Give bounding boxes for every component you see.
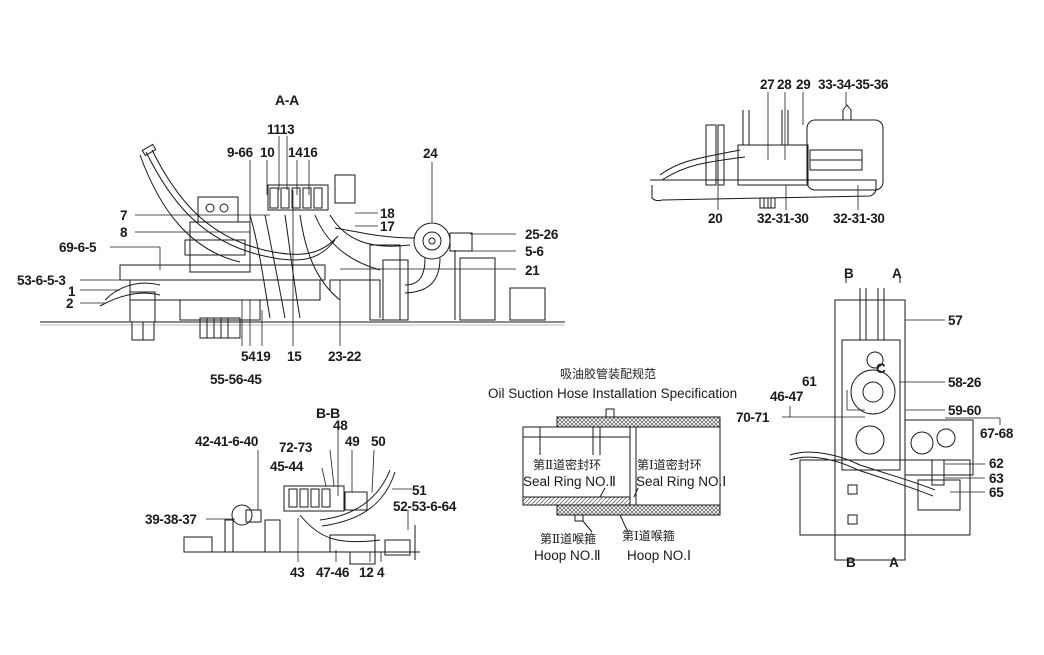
callout-47-46: 47-46 [316,565,350,580]
view-bb-title: B-B [316,405,340,421]
callout-50: 50 [371,434,386,449]
callout-16: 16 [303,145,318,160]
callout-28: 28 [777,77,792,92]
callout-9-66: 9-66 [227,145,253,160]
callout-1: 1 [68,284,76,299]
callout-32-31-30-b: 32-31-30 [833,211,885,226]
callout-12: 12 [359,565,374,580]
seal-ring-2-en: Seal Ring NO.Ⅱ [523,474,616,489]
callout-2: 2 [66,296,74,311]
callout-33-34-35-36: 33-34-35-36 [818,77,889,92]
callout-72-73: 72-73 [279,440,313,455]
bb-pump [232,505,252,525]
callout-52-53-6-64: 52-53-6-64 [393,499,457,514]
callout-61: 61 [802,374,817,389]
callout-39-38-37: 39-38-37 [145,512,197,527]
spec-title-en: Oil Suction Hose Installation Specificat… [488,386,738,401]
spec-title-cn: 吸油胶管装配规范 [560,367,657,381]
callout-17: 17 [380,219,395,234]
callout-53-6-5-3: 53-6-5-3 [17,273,66,288]
callout-10: 10 [260,145,275,160]
hoop-1-en: Hoop NO.Ⅰ [627,548,692,563]
main-pump [414,223,450,259]
callout-69-6-5: 69-6-5 [59,240,97,255]
callout-21: 21 [525,263,540,278]
side-frame [650,180,876,201]
callout-51: 51 [412,483,427,498]
callout-49: 49 [345,434,360,449]
callout-27: 27 [760,77,775,92]
hoop-2-clamp [575,515,583,521]
view-side-drawing [650,105,883,208]
callout-43: 43 [290,565,305,580]
callout-42-41-6-40: 42-41-6-40 [195,434,259,449]
seal-ring-2-cn: 第Ⅱ道密封环 [533,458,602,472]
callout-62: 62 [989,456,1004,471]
callout-70-71: 70-71 [736,410,770,425]
callout-65: 65 [989,485,1004,500]
control-valve-bank [268,185,328,210]
callout-63: 63 [989,471,1004,486]
section-mark-b-top: B [844,266,854,281]
callout-5-6: 5-6 [525,244,544,259]
hoop-2-cn: 第Ⅱ道喉箍 [540,532,597,546]
view-aa-title: A-A [275,92,299,108]
callout-45-44: 45-44 [270,459,304,474]
callout-48: 48 [333,418,348,433]
view-bb-drawing [184,470,420,564]
callout-67-68: 67-68 [980,426,1014,441]
callout-54: 54 [241,349,256,364]
callout-29: 29 [796,77,811,92]
callout-7: 7 [120,208,128,223]
callout-24: 24 [423,146,438,161]
callout-1113: 1113 [267,122,295,137]
callout-58-26: 58-26 [948,375,982,390]
view-aa-drawing [40,144,565,340]
section-mark-b-bottom: B [846,555,856,570]
detail-mark-c: C [876,361,886,376]
view-side-leaders [718,92,858,210]
hoop-1-cn: 第Ⅰ道喉箍 [622,529,675,543]
callout-32-31-30-a: 32-31-30 [757,211,809,226]
callout-25-26: 25-26 [525,227,559,242]
valve-block [198,197,238,222]
callout-46-47: 46-47 [770,389,804,404]
hoop-1-clamp [606,409,614,417]
top-frame [835,300,905,560]
callout-20: 20 [708,211,723,226]
callout-15: 15 [287,349,302,364]
callout-57: 57 [948,313,963,328]
callout-59-60: 59-60 [948,403,982,418]
outer-pipe-bottom [557,505,720,515]
view-bb-leaders [206,428,412,562]
callout-8: 8 [120,225,128,240]
bb-suction-hose [320,470,390,520]
callout-14: 14 [288,145,303,160]
callout-4: 4 [377,565,385,580]
callout-55-56-45: 55-56-45 [210,372,262,387]
view-aa-leaders [80,136,516,346]
view-top-drawing [790,278,973,560]
seal-ring-1-en: Seal Ring NO.Ⅰ [636,474,727,489]
callout-19: 19 [256,349,271,364]
callout-18: 18 [380,206,395,221]
suction-hose [146,152,335,260]
callout-23-22: 23-22 [328,349,362,364]
hoop-2-en: Hoop NO.Ⅱ [534,548,601,563]
seal-ring-1-cn: 第Ⅰ道密封环 [637,458,702,472]
spec-drawing [523,409,720,532]
outer-pipe-top [557,417,720,427]
section-mark-a-top: A [892,266,902,281]
view-top-leaders [782,320,1000,492]
section-mark-a-bottom: A [889,555,899,570]
top-pump [851,370,895,414]
